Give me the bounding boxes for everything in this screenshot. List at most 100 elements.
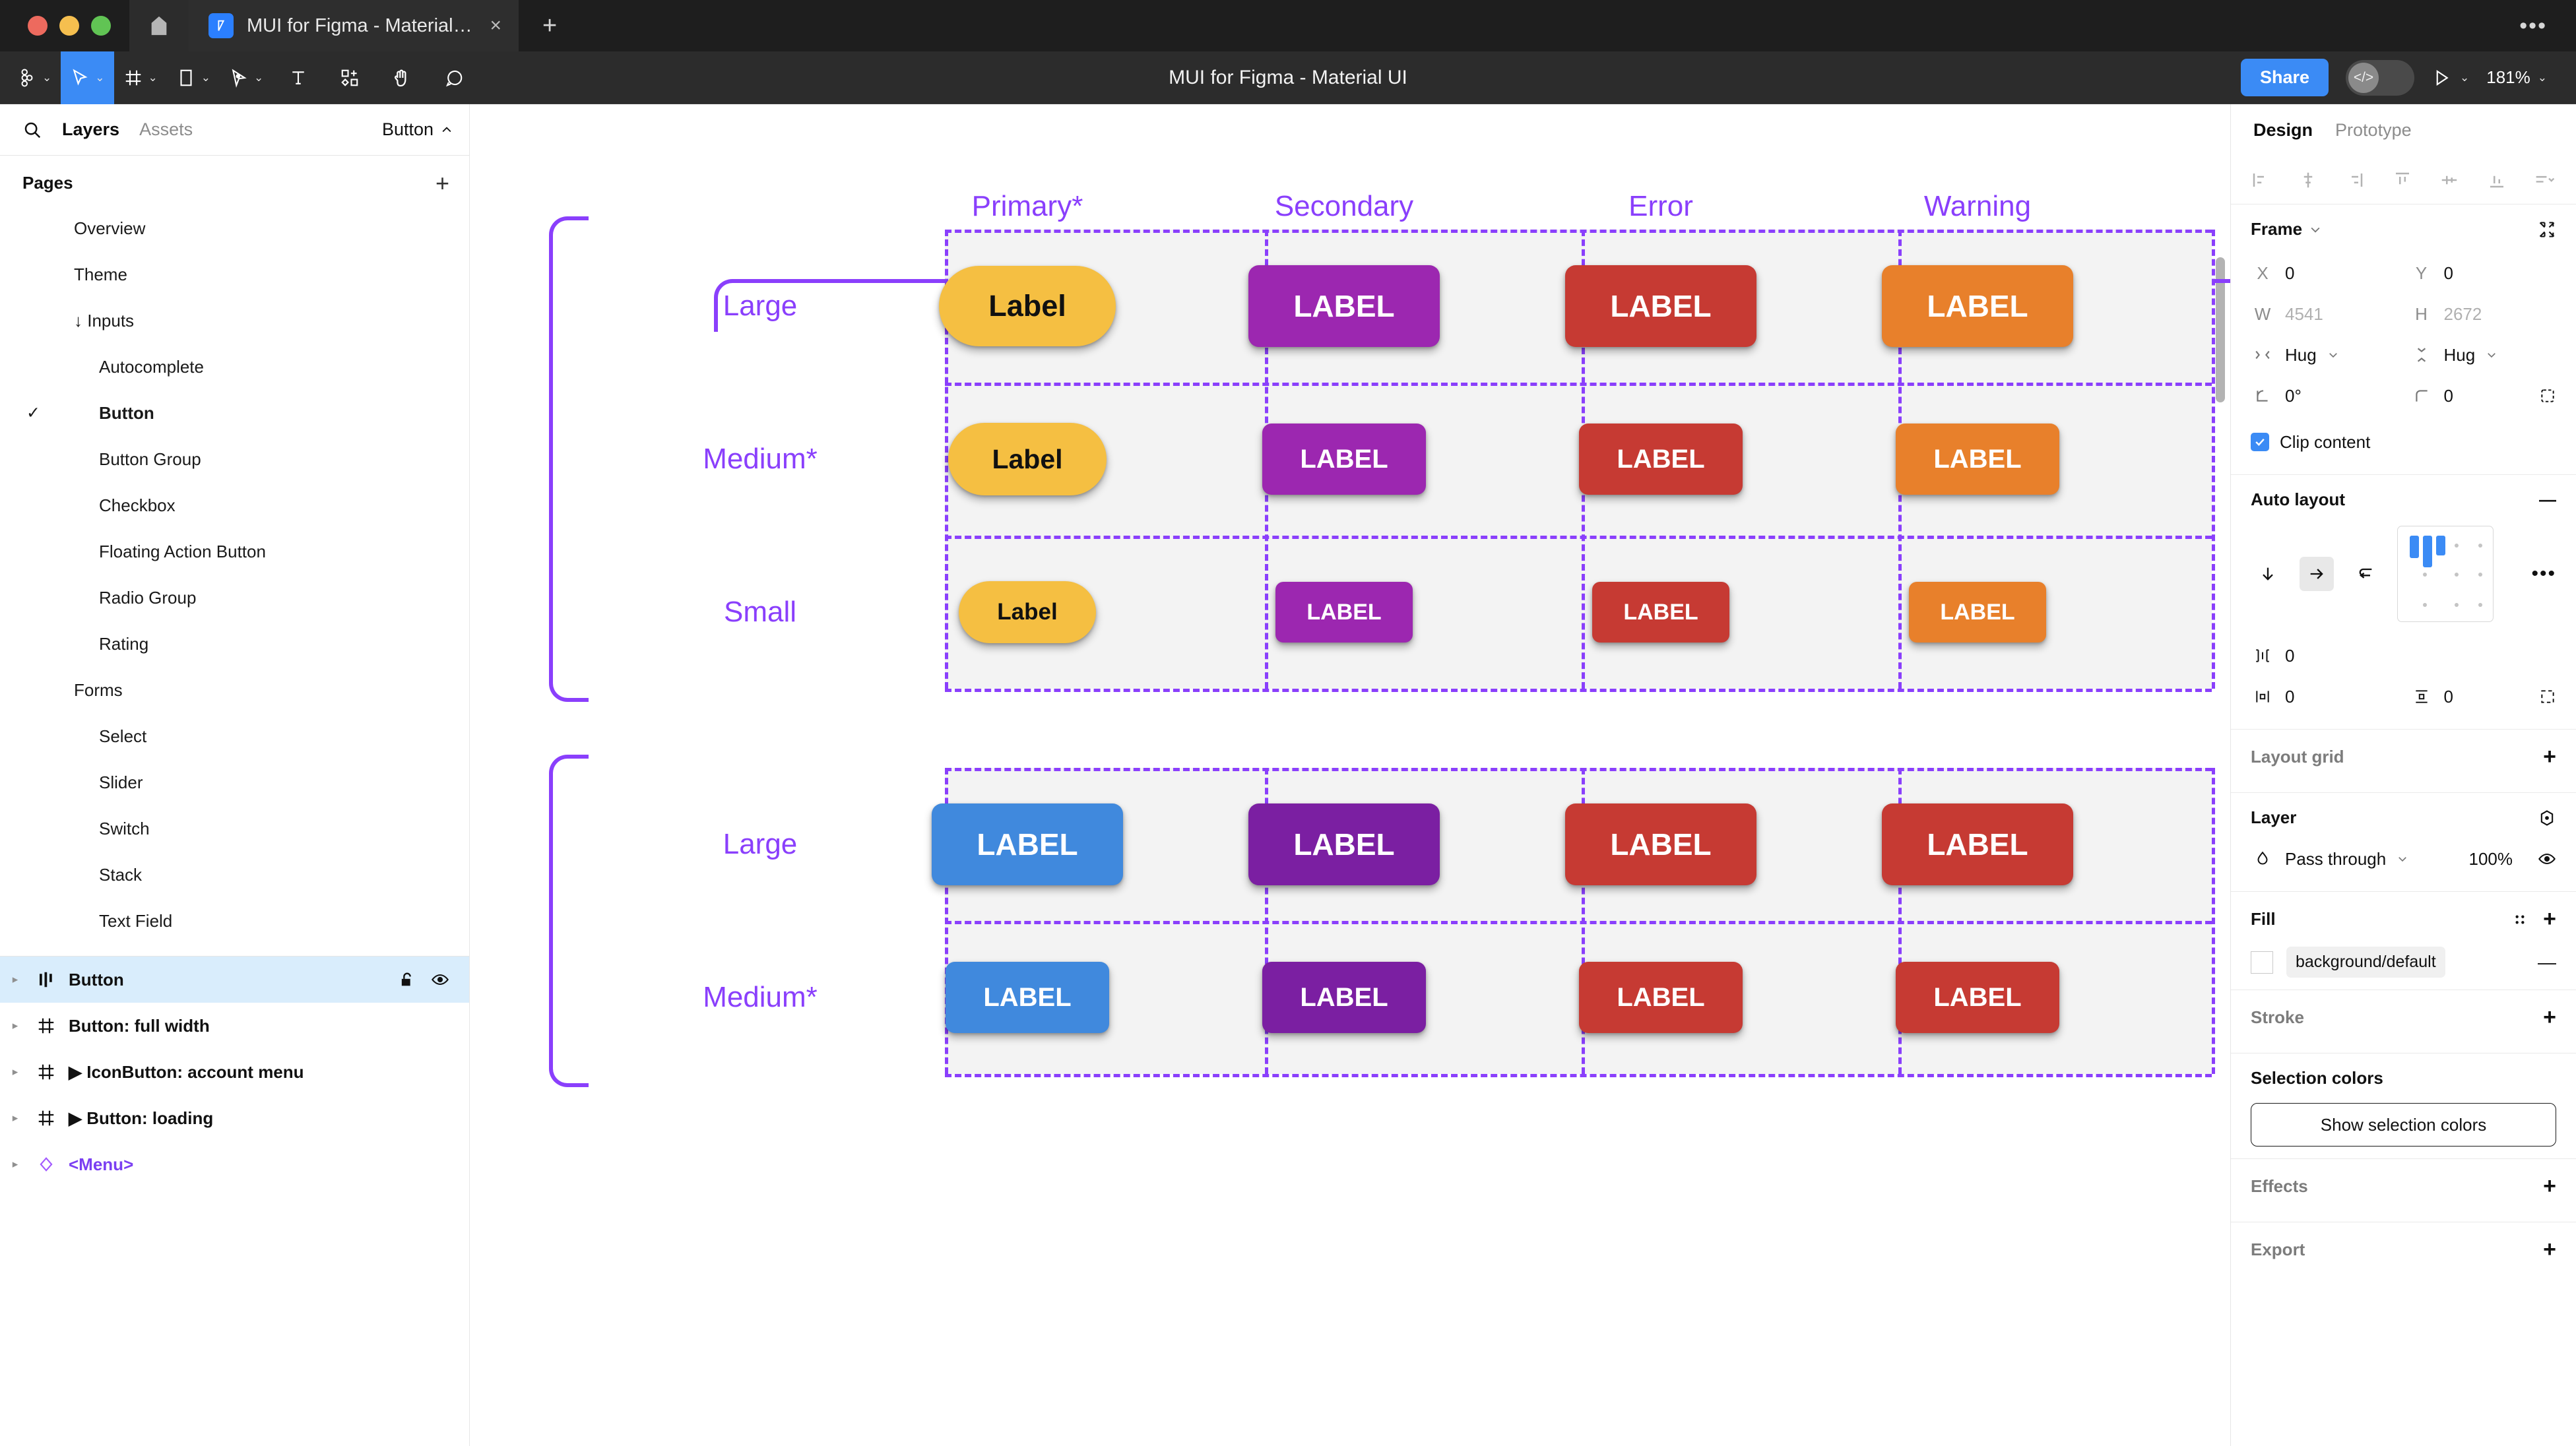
chevron-down-icon[interactable]: ⌄ [254, 71, 264, 84]
variant-button[interactable]: LABEL [1565, 803, 1756, 885]
tab-layers[interactable]: Layers [62, 119, 120, 139]
expand-layer-icon[interactable]: ▸ [12, 1065, 18, 1078]
variant-button[interactable]: Label [939, 266, 1116, 346]
add-effect-button[interactable]: + [2543, 1174, 2556, 1199]
layer-item-button-full-width[interactable]: ▸Button: full width [0, 1003, 469, 1049]
share-button[interactable]: Share [2240, 59, 2329, 96]
page-item-overview[interactable]: Overview [0, 205, 469, 251]
align-horizontal-center-icon[interactable] [2298, 170, 2318, 190]
fill-token-label[interactable]: background/default [2286, 947, 2445, 978]
clip-content-row[interactable]: Clip content [2251, 422, 2556, 462]
variant-button[interactable]: LABEL [1592, 582, 1729, 643]
home-button[interactable] [129, 0, 189, 51]
variant-button[interactable]: LABEL [1579, 962, 1743, 1033]
auto-layout-padding-v-field[interactable]: 0 [2410, 676, 2557, 717]
page-item-slider[interactable]: Slider [0, 759, 469, 805]
page-item-select[interactable]: Select [0, 713, 469, 759]
variant-button[interactable]: LABEL [1248, 265, 1440, 347]
page-item-stack[interactable]: Stack [0, 852, 469, 898]
add-export-button[interactable]: + [2543, 1237, 2556, 1262]
variant-button[interactable]: LABEL [1882, 265, 2073, 347]
frame-hug-width-field[interactable]: Hug [2251, 334, 2398, 375]
page-item-checkbox[interactable]: Checkbox [0, 482, 469, 528]
align-bottom-icon[interactable] [2487, 170, 2507, 190]
page-item-button-group[interactable]: Button Group [0, 436, 469, 482]
page-item-floating-action-button[interactable]: Floating Action Button [0, 528, 469, 575]
page-item-radio-group[interactable]: Radio Group [0, 575, 469, 621]
chevron-down-icon[interactable]: ⌄ [148, 71, 158, 84]
auto-layout-padding-h-field[interactable]: 0 [2251, 676, 2398, 717]
add-page-button[interactable]: + [435, 169, 449, 197]
page-item-forms[interactable]: Forms [0, 667, 469, 713]
fill-styles-icon[interactable] [2511, 911, 2528, 928]
browser-tab[interactable]: MUI for Figma - Material UI × [189, 0, 519, 51]
window-menu-icon[interactable]: ••• [2519, 13, 2547, 38]
new-tab-button[interactable]: + [542, 12, 558, 40]
chevron-down-icon[interactable]: ⌄ [95, 71, 105, 84]
variant-button[interactable]: LABEL [1579, 424, 1743, 495]
variant-button[interactable]: LABEL [1565, 265, 1756, 347]
add-stroke-button[interactable]: + [2543, 1005, 2556, 1030]
layout-wrap-icon[interactable] [2348, 557, 2383, 591]
dev-mode-toggle[interactable]: </> [2346, 59, 2414, 96]
page-item-theme[interactable]: Theme [0, 251, 469, 298]
layer-opacity-value[interactable]: 100% [2468, 848, 2513, 869]
fill-color-swatch[interactable] [2251, 951, 2273, 974]
chevron-down-icon[interactable] [2309, 223, 2322, 236]
variant-button[interactable]: Label [959, 581, 1096, 643]
resources-icon[interactable] [324, 51, 375, 104]
layer-visibility-icon[interactable] [2538, 850, 2556, 868]
chevron-down-icon[interactable]: ⌄ [2537, 71, 2547, 84]
page-item-button[interactable]: ✓Button [0, 390, 469, 436]
page-item-switch[interactable]: Switch [0, 805, 469, 852]
layout-direction-horizontal-icon[interactable] [2300, 557, 2334, 591]
tab-prototype[interactable]: Prototype [2335, 119, 2412, 140]
comment-tool-icon[interactable] [428, 51, 480, 104]
variant-button[interactable]: LABEL [1262, 962, 1426, 1033]
hand-tool-icon[interactable] [375, 51, 428, 104]
present-button[interactable]: ⌄ [2431, 68, 2469, 88]
auto-layout-more-button[interactable]: ••• [2531, 563, 2556, 584]
close-tab-icon[interactable]: × [490, 15, 501, 36]
chevron-down-icon[interactable]: ⌄ [2460, 71, 2470, 84]
variant-button[interactable]: LABEL [1896, 424, 2059, 495]
align-right-icon[interactable] [2345, 170, 2365, 190]
chevron-down-icon[interactable]: ⌄ [201, 71, 210, 84]
variant-button[interactable]: LABEL [1275, 582, 1413, 643]
expand-layer-icon[interactable]: ▸ [12, 1019, 18, 1032]
add-layout-grid-button[interactable]: + [2543, 744, 2556, 769]
frame-tool-icon[interactable]: ⌄ [114, 51, 167, 104]
tab-assets[interactable]: Assets [139, 119, 193, 139]
variant-button[interactable]: LABEL [932, 803, 1123, 885]
page-item-autocomplete[interactable]: Autocomplete [0, 344, 469, 390]
maximize-window-icon[interactable] [91, 16, 111, 36]
pen-tool-icon[interactable]: ⌄ [220, 51, 273, 104]
individual-padding-icon[interactable] [2539, 688, 2556, 705]
layout-direction-vertical-icon[interactable] [2251, 557, 2285, 591]
lock-icon[interactable] [398, 970, 416, 989]
page-item-inputs[interactable]: ↓ Inputs [0, 298, 469, 344]
frame-rotation-field[interactable]: 0° [2251, 375, 2398, 416]
collapse-frame-icon[interactable] [2538, 220, 2556, 239]
figma-canvas[interactable]: Contained Primary*SecondaryErrorWarningL… [470, 104, 2230, 1446]
expand-layer-icon[interactable]: ▸ [12, 1112, 18, 1124]
clip-content-checkbox[interactable] [2251, 433, 2269, 451]
add-fill-button[interactable]: + [2543, 906, 2556, 931]
variant-button[interactable]: LABEL [1262, 424, 1426, 495]
layer-item-button-loading[interactable]: ▸▶ Button: loading [0, 1095, 469, 1141]
layer-blend-row[interactable]: Pass through 100% [2251, 838, 2556, 879]
search-icon[interactable] [22, 120, 42, 140]
zoom-level-control[interactable]: 181% ⌄ [2486, 67, 2547, 88]
minimize-window-icon[interactable] [59, 16, 79, 36]
variant-button[interactable]: LABEL [1882, 803, 2073, 885]
auto-layout-alignment-grid[interactable] [2397, 526, 2494, 622]
layer-item-iconbutton-account-menu[interactable]: ▸▶ IconButton: account menu [0, 1049, 469, 1095]
align-top-icon[interactable] [2393, 170, 2412, 190]
figma-menu-icon[interactable]: ⌄ [0, 51, 61, 104]
page-item-rating[interactable]: Rating [0, 621, 469, 667]
expand-layer-icon[interactable]: ▸ [12, 973, 18, 986]
page-item-text-field[interactable]: Text Field [0, 898, 469, 944]
variant-button[interactable]: LABEL [1248, 803, 1440, 885]
